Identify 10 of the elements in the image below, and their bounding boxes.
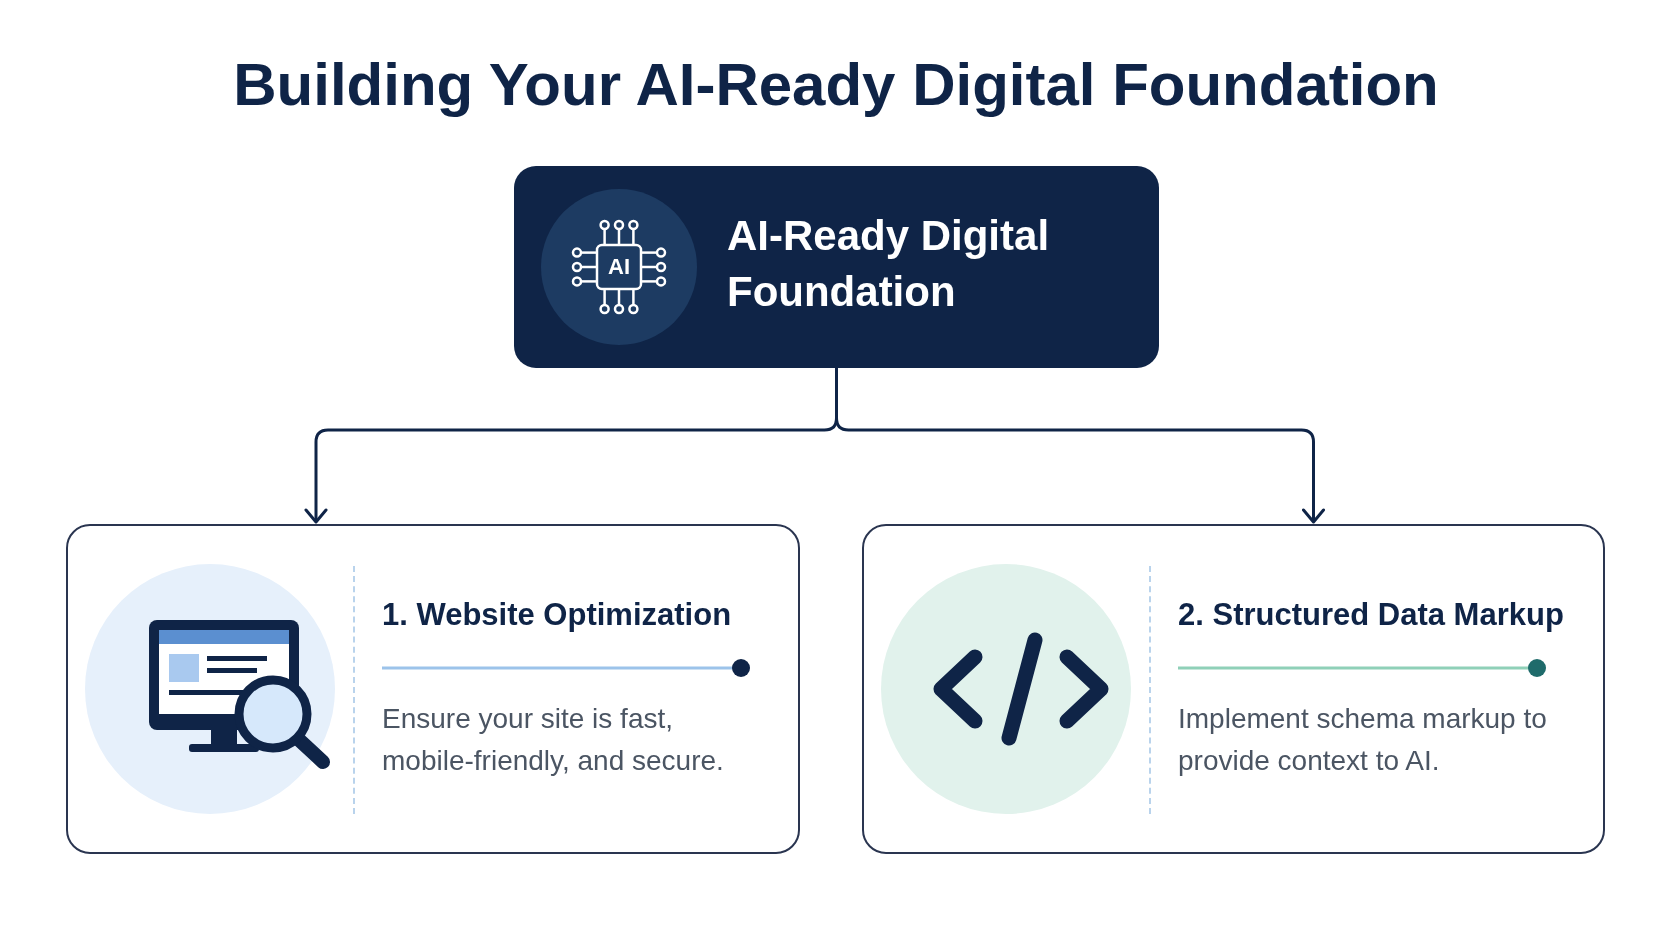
step-heading: 2. Structured Data Markup [1178,596,1565,634]
step-description: Implement schema markup to provide context to AI. [1178,702,1548,778]
step-card [862,524,1605,854]
step-card [66,524,800,854]
step-heading: 1. Website Optimization [382,596,733,634]
chip-label: AI [607,253,631,281]
root-title: AI-Ready Digital Foundation [727,211,1051,317]
step-description: Ensure your site is fast, mobile-friendly, and secure. [382,702,725,778]
title: Building Your AI-Ready Digital Foundation [232,50,1440,120]
root-box [514,166,1159,368]
